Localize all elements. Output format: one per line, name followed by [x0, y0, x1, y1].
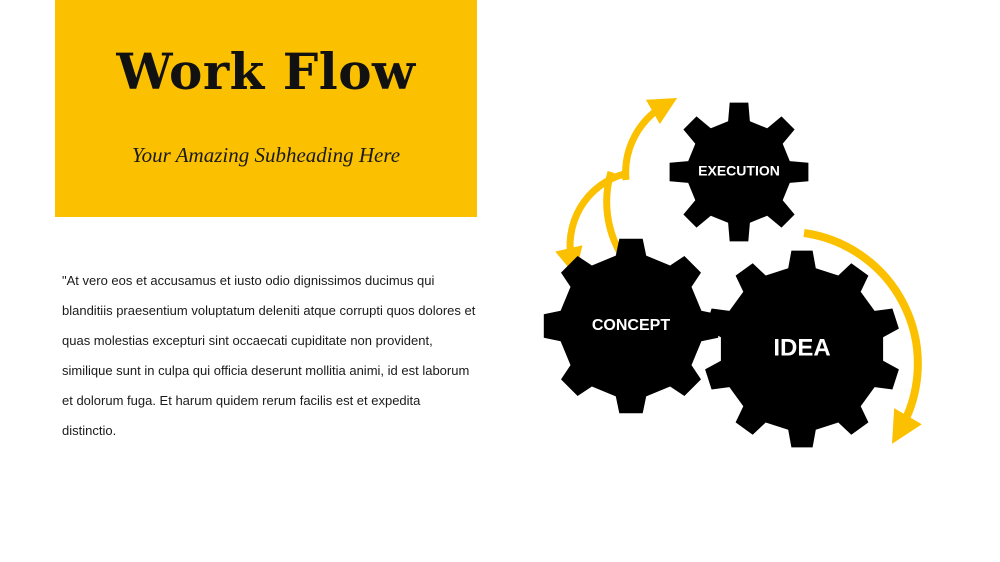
page-subtitle: Your Amazing Subheading Here [131, 143, 401, 167]
arrow-execution-to-idea [803, 229, 922, 444]
arrow-concept-to-execution-head [622, 98, 678, 181]
gear-idea: IDEA [705, 250, 899, 448]
gear-shape-concept [543, 238, 719, 414]
gear-label-execution: EXECUTION [698, 163, 780, 179]
gear-label-concept: CONCEPT [592, 317, 670, 334]
gear-diagram: EXECUTION CONCEPT IDEA [543, 98, 922, 448]
gear-label-idea: IDEA [773, 334, 830, 361]
gear-shape-execution [669, 102, 809, 242]
body-paragraph: "At vero eos et accusamus et iusto odio … [62, 273, 476, 438]
arrow-execution-to-concept [555, 170, 626, 276]
gear-shape-idea [705, 250, 899, 448]
gear-execution: EXECUTION [669, 102, 809, 242]
page-title: Work Flow [116, 42, 416, 101]
gear-concept: CONCEPT [543, 238, 719, 414]
title-box: Work Flow Your Amazing Subheading Here [55, 0, 477, 217]
